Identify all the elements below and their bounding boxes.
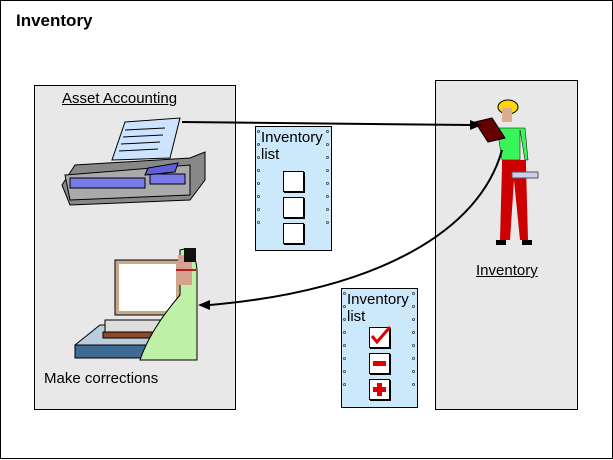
- inventory-label: Inventory: [476, 262, 538, 279]
- printer-icon: [61, 117, 206, 206]
- plus-icon: [369, 379, 390, 400]
- list-title-line2: list: [347, 308, 366, 325]
- arrow-head-icon: [470, 120, 482, 130]
- page-title: Inventory: [16, 11, 93, 30]
- flow-arrows: [181, 120, 503, 310]
- minus-icon: [369, 353, 390, 374]
- empty-checkbox-icon: [283, 223, 304, 244]
- make-corrections-label: Make corrections: [44, 370, 159, 387]
- list-title-line1: Inventory: [261, 129, 323, 146]
- empty-checkbox-icon: [283, 197, 304, 218]
- arrow-head-icon: [198, 300, 210, 310]
- empty-checkbox-icon: [283, 171, 304, 192]
- inventory-worker-icon: [474, 99, 539, 245]
- check-icon: [369, 326, 392, 348]
- computer-user-icon: [74, 248, 198, 361]
- list-title-line1: Inventory: [347, 291, 409, 308]
- list-title-line2: list: [261, 146, 280, 163]
- asset-accounting-label: Asset Accounting: [62, 90, 178, 107]
